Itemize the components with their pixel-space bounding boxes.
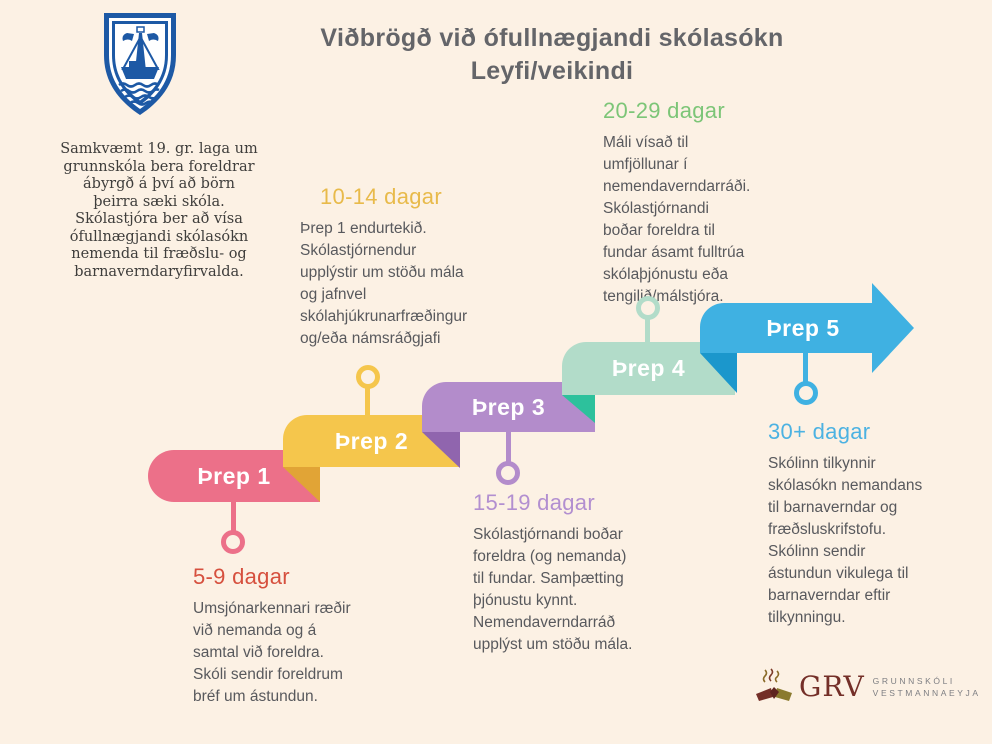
section-30plus-dagar: 30+ dagar Skólinn tilkynnir skólasókn ne…	[768, 419, 958, 629]
pin-line-threp-2	[365, 388, 370, 415]
grv-school-name-line1: GRUNNSKÓLI	[872, 676, 955, 686]
section-heading: 10-14 dagar	[320, 184, 442, 209]
intro-paragraph: Samkvæmt 19. gr. laga um grunnskóla bera…	[60, 141, 258, 280]
pin-ring-icon-threp-2	[356, 365, 380, 389]
section-5-9-dagar: 5-9 dagar Umsjónarkennari ræðir við nema…	[193, 564, 403, 708]
step-label: Þrep 3	[471, 393, 546, 420]
step-ribbon-threp-4: Þrep 4	[562, 342, 735, 395]
section-10-14-dagar: 10-14 dagar Þrep 1 endurtekið. Skólastjó…	[300, 184, 530, 350]
grv-acronym: GRV	[799, 670, 865, 703]
section-heading: 5-9 dagar	[193, 564, 290, 589]
pin-line-threp-5	[803, 353, 808, 382]
page-title: Viðbrögð við ófullnægjandi skólasókn Ley…	[112, 22, 992, 88]
page-title-line2: Leyfi/veikindi	[470, 57, 634, 85]
grv-school-logo: GRV GRUNNSKÓLI VESTMANNAEYJA	[753, 668, 981, 706]
section-15-19-dagar: 15-19 dagar Skólastjórnandi boðar foreld…	[473, 490, 683, 656]
vestmannaeyjar-crest-logo	[99, 9, 181, 119]
pin-ring-icon-threp-4	[636, 296, 660, 320]
pin-ring-icon-threp-5	[794, 381, 818, 405]
pin-line-threp-1	[231, 502, 236, 531]
section-20-29-dagar: 20-29 dagar Máli vísað til umfjöllunar í…	[603, 98, 793, 308]
step-label: Þrep 2	[334, 427, 409, 454]
pin-ring-icon-threp-3	[496, 461, 520, 485]
step-label: Þrep 5	[766, 314, 840, 341]
arrow-head-icon	[872, 283, 914, 373]
pin-ring-icon-threp-1	[221, 530, 245, 554]
section-body: Þrep 1 endurtekið. Skólastjórnendur uppl…	[300, 220, 468, 347]
section-heading: 15-19 dagar	[473, 490, 595, 515]
section-body: Umsjónarkennari ræðir við nemanda og á s…	[193, 600, 351, 705]
section-body: Skólastjórnandi boðar foreldra (og neman…	[473, 526, 633, 653]
step-label: Þrep 4	[611, 355, 686, 381]
grv-book-rays-icon	[756, 668, 792, 701]
section-body: Máli vísað til umfjöllunar í nemendavern…	[603, 134, 751, 305]
shield-ship-icon	[104, 13, 176, 115]
step-ribbon-threp-5: Þrep 5	[700, 303, 872, 353]
grv-school-name-line2: VESTMANNAEYJA	[872, 688, 981, 698]
pin-line-threp-3	[506, 432, 511, 462]
section-body: Skólinn tilkynnir skólasókn nemandans ti…	[768, 455, 923, 626]
step-label: Þrep 1	[197, 462, 271, 489]
page-title-line1: Viðbrögð við ófullnægjandi skólasókn	[320, 24, 784, 52]
section-heading: 30+ dagar	[768, 419, 871, 444]
section-heading: 20-29 dagar	[603, 98, 725, 123]
pin-line-threp-4	[645, 319, 650, 342]
